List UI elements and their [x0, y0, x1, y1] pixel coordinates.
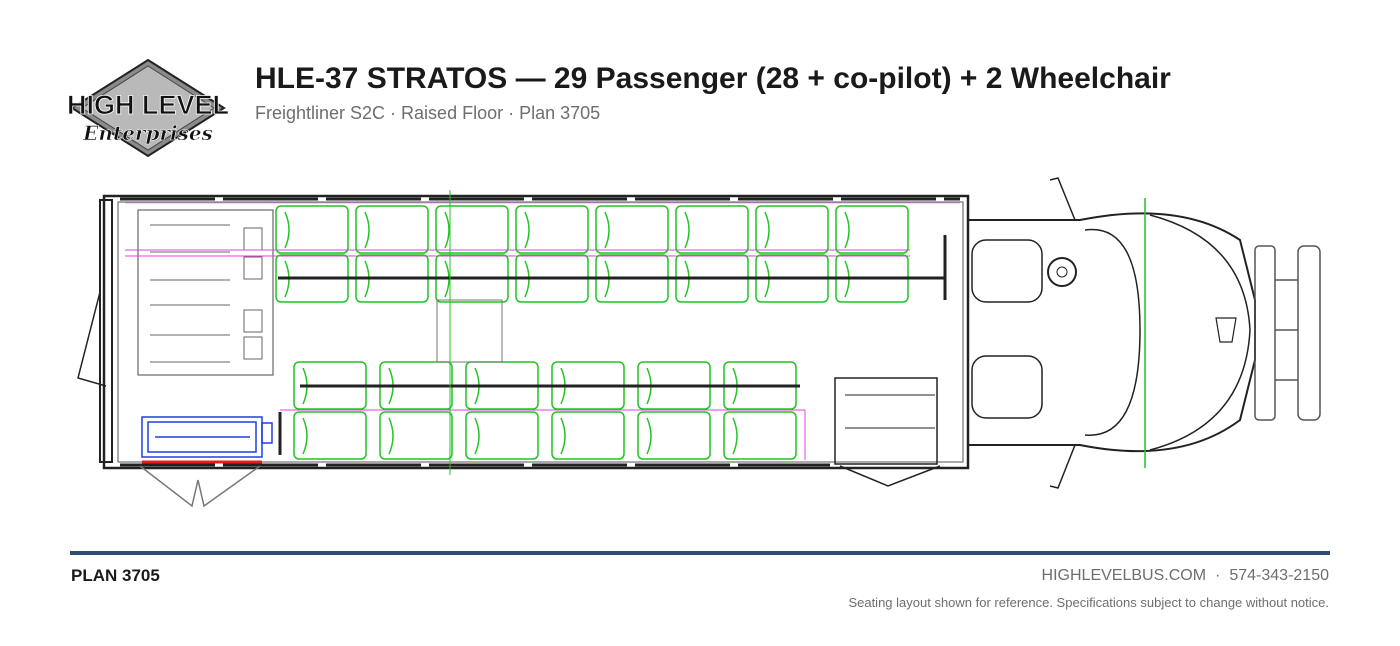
footer-divider: [70, 551, 1330, 555]
co-pilot-seat-icon: [971, 355, 1043, 419]
seat: [435, 205, 509, 254]
seat: [723, 411, 797, 460]
disclaimer-text: Seating layout shown for reference. Spec…: [848, 595, 1329, 610]
seat: [551, 411, 625, 460]
bus-body-outline: [102, 194, 970, 470]
logo-line1: HIGH LEVEL: [68, 90, 228, 120]
aisle-box: [436, 299, 503, 363]
seat: [835, 205, 909, 254]
logo-line2: Enterprises: [82, 121, 213, 145]
lift-door: [139, 465, 261, 508]
seat: [755, 205, 829, 254]
seat: [675, 205, 749, 254]
seat: [595, 205, 669, 254]
cab-outline: [967, 212, 1256, 453]
seat: [275, 205, 349, 254]
steering-wheel-icon: [1047, 257, 1077, 287]
page-subtitle: Freightliner S2C · Raised Floor · Plan 3…: [255, 103, 601, 123]
upper-seat-row: [275, 205, 909, 303]
entry-door: [839, 465, 941, 487]
driver-seat-icon: [971, 239, 1043, 303]
floor-plan-diagram: [77, 177, 1321, 508]
page-title: HLE-37 STRATOS — 29 Passenger (28 + co-p…: [255, 62, 1171, 95]
front-bumper-icon: [1254, 245, 1321, 421]
seat: [465, 411, 539, 460]
company-logo: HIGH LEVEL Enterprises: [68, 58, 228, 158]
phone-number[interactable]: 574-343-2150: [1229, 567, 1329, 584]
side-mirror-bottom: [1049, 444, 1076, 489]
website-link[interactable]: HIGHLEVELBUS.COM: [1041, 567, 1207, 584]
wheelchair-lift-icon: [141, 416, 273, 458]
seat: [379, 411, 453, 460]
seat: [637, 411, 711, 460]
plan-label: PLAN 3705: [71, 566, 160, 585]
side-mirror-top: [1049, 177, 1076, 221]
entry-steps: [834, 377, 938, 465]
seat: [293, 411, 367, 460]
contact-line: HIGHLEVELBUS.COM · 574-343-2150: [1042, 567, 1329, 585]
rear-door: [77, 291, 107, 387]
rear-bench: [137, 209, 274, 376]
seat: [355, 205, 429, 254]
contact-separator: ·: [1215, 567, 1221, 584]
hood-vent: [1215, 317, 1237, 343]
seat: [515, 205, 589, 254]
